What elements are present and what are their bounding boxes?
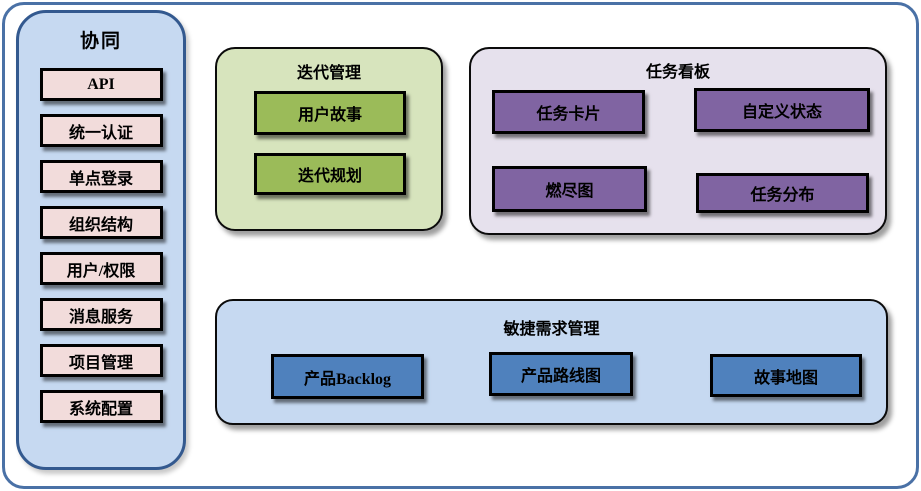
node-product-backlog: 产品Backlog [271,354,424,399]
sidebar-item-sso: 单点登录 [39,160,163,193]
sidebar-collaboration-panel: 协同 API 统一认证 单点登录 组织结构 用户/权限 消息服务 项目管理 系统… [16,10,186,470]
node-custom-status: 自定义状态 [694,88,870,132]
node-user-story: 用户故事 [254,91,406,135]
sidebar-item-user-permissions: 用户/权限 [39,252,163,285]
node-iteration-planning: 迭代规划 [254,153,406,195]
group-iteration-title: 迭代管理 [296,65,361,82]
sidebar-item-org-structure: 组织结构 [39,206,163,239]
node-burndown-chart: 燃尽图 [492,166,647,212]
node-product-roadmap: 产品路线图 [489,352,633,396]
sidebar-item-unified-auth: 统一认证 [39,114,163,147]
sidebar-item-message-service: 消息服务 [39,298,163,331]
sidebar-title: 协同 [79,31,122,52]
node-task-distribution: 任务分布 [696,173,869,213]
sidebar-item-api: API [39,68,163,101]
node-story-map: 故事地图 [710,354,862,397]
sidebar-item-system-config: 系统配置 [39,390,163,423]
group-iteration-management: 迭代管理 用户故事 迭代规划 [215,47,443,231]
node-task-card: 任务卡片 [492,90,645,134]
sidebar-items: API 统一认证 单点登录 组织结构 用户/权限 消息服务 项目管理 系统配置 [39,68,163,423]
sidebar-item-project-management: 项目管理 [39,344,163,377]
group-agile-title: 敏捷需求管理 [503,321,600,338]
group-agile-requirements: 敏捷需求管理 产品Backlog 产品路线图 故事地图 [215,299,888,425]
group-task-board: 任务看板 任务卡片 自定义状态 燃尽图 任务分布 [469,47,887,235]
group-task-board-title: 任务看板 [645,64,710,81]
